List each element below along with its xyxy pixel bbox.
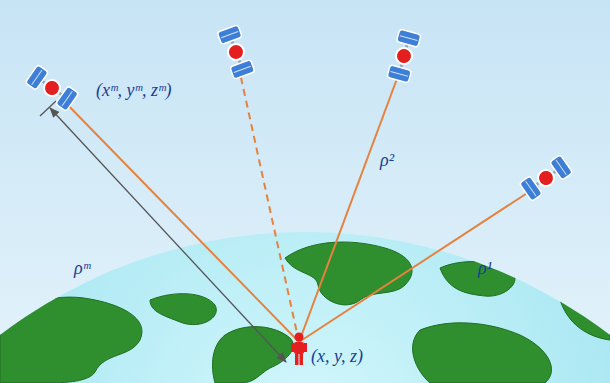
satellite xyxy=(519,155,573,202)
range-line xyxy=(60,97,299,342)
user-leg xyxy=(300,354,304,365)
satellite xyxy=(387,29,421,83)
range-label: ρᵐ xyxy=(74,258,90,278)
user-figure xyxy=(291,333,307,366)
satellite xyxy=(25,65,79,112)
range-line xyxy=(299,68,401,342)
satellite xyxy=(217,25,255,80)
continents xyxy=(0,242,610,383)
satellite-coordinates: (xᵐ, yᵐ, zᵐ) xyxy=(96,80,172,100)
range-label: ρ¹ xyxy=(478,258,492,278)
user-head xyxy=(295,333,304,342)
user-coordinates: (x, y, z) xyxy=(311,346,363,366)
continent xyxy=(413,323,552,383)
range-lines xyxy=(60,64,538,342)
user-body xyxy=(294,342,304,354)
dimension-line xyxy=(50,108,286,362)
range-line-dashed xyxy=(238,64,299,342)
continent xyxy=(150,294,216,325)
earth xyxy=(0,232,610,383)
continent xyxy=(0,297,142,383)
continent xyxy=(440,262,515,297)
user-arm xyxy=(304,343,307,352)
range-label: ρ² xyxy=(380,150,394,170)
user-arm xyxy=(291,343,294,352)
distance-dimension xyxy=(40,101,286,362)
user-leg xyxy=(295,354,299,365)
continent xyxy=(560,295,610,340)
continent xyxy=(285,242,412,305)
extension-tick xyxy=(40,101,56,116)
range-line xyxy=(299,186,538,342)
continent xyxy=(212,327,293,383)
